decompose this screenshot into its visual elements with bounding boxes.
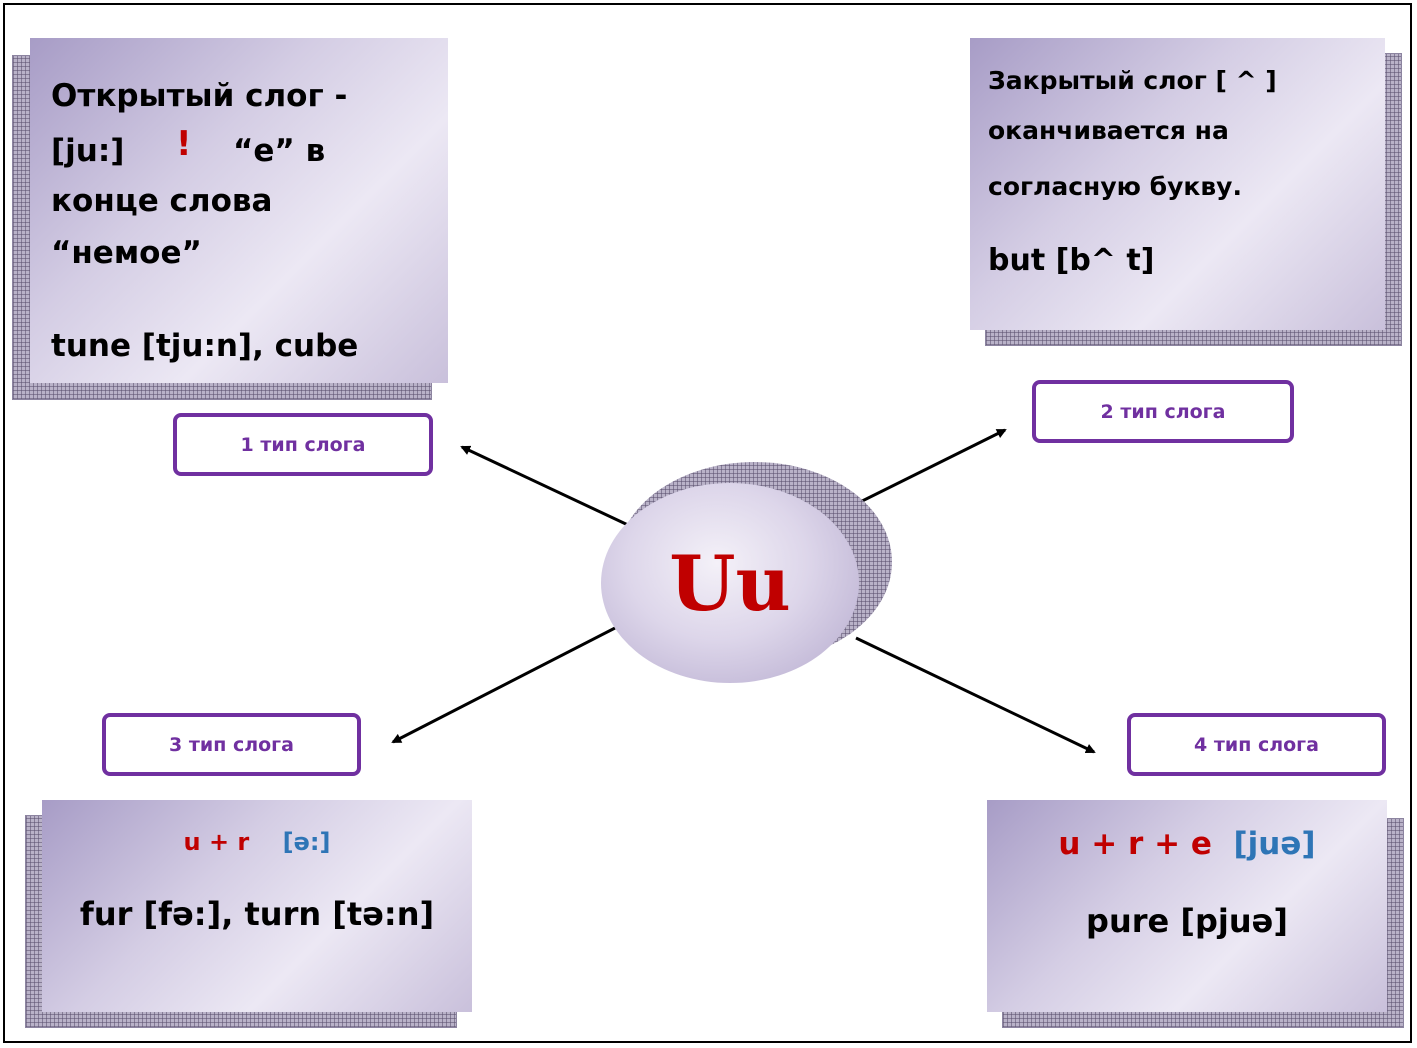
card-third-example: fur [fə:], turn [tə:n] xyxy=(79,895,435,933)
card-open-transcription: [ju:] xyxy=(51,133,125,169)
card-fourth-rule-letters: u + r + e xyxy=(1058,826,1212,862)
card-open-silent-e: “e” в xyxy=(233,133,326,169)
card-fourth-type: u + r + e [juə] pure [pjuə] xyxy=(987,800,1387,1012)
card-closed-line3: согласную букву. xyxy=(988,172,1242,201)
card-fourth-rule-sound: [juə] xyxy=(1233,826,1316,862)
card-fourth-rule: u + r + e [juə] xyxy=(987,826,1387,862)
arrow-to-type1 xyxy=(460,445,629,527)
center-oval: Uu xyxy=(601,483,859,683)
arrow-to-type2 xyxy=(835,428,1007,516)
card-open-title: Открытый слог - xyxy=(51,78,348,114)
label-type3: 3 тип слога xyxy=(102,713,361,776)
exclamation-icon: ! xyxy=(176,124,192,164)
card-open-example: tune [tju:n], cube xyxy=(51,328,359,364)
label-type1: 1 тип слога xyxy=(173,413,433,476)
label-type4: 4 тип слога xyxy=(1127,713,1386,776)
card-third-rule-sound: [ə:] xyxy=(282,828,331,856)
card-open-syllable: Открытый слог - [ju:] ! “e” в конце слов… xyxy=(30,38,448,383)
center-letter: Uu xyxy=(669,538,791,628)
page-border xyxy=(3,3,1412,1043)
card-closed-example: but [b^ t] xyxy=(988,243,1155,278)
card-open-line3: конце слова xyxy=(51,183,273,219)
card-third-rule-letters: u + r xyxy=(183,828,250,856)
arrow-to-type3 xyxy=(391,626,616,744)
card-closed-syllable: Закрытый слог [ ^ ] оканчивается на согл… xyxy=(970,38,1385,330)
card-closed-line2: оканчивается на xyxy=(988,116,1229,145)
card-closed-title: Закрытый слог [ ^ ] xyxy=(988,66,1277,95)
card-open-line4: “немое” xyxy=(51,235,202,271)
label-type2: 2 тип слога xyxy=(1032,380,1294,443)
card-fourth-example: pure [pjuə] xyxy=(1086,902,1288,940)
card-third-rule: u + r [ə:] xyxy=(42,828,472,856)
arrow-to-type4 xyxy=(855,636,1096,754)
card-third-type: u + r [ə:] fur [fə:], turn [tə:n] xyxy=(42,800,472,1012)
